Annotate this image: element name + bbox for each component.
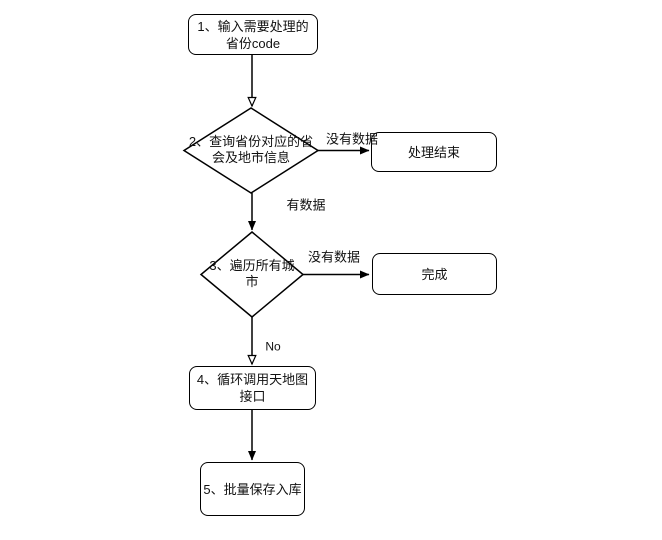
node-input-code: 1、输入需要处理的省份code	[188, 14, 318, 55]
edge-label-no-data-2: 没有数据	[307, 249, 361, 265]
edge-label-no: No	[265, 339, 281, 354]
edge-label-no-data-1: 没有数据	[325, 131, 379, 147]
node-loop-map-api: 4、循环调用天地图接口	[189, 366, 316, 410]
node-process-end: 处理结束	[371, 132, 497, 172]
node-batch-save: 5、批量保存入库	[200, 462, 305, 516]
decision-query-province-label: 2、查询省份对应的省会及地市信息	[188, 134, 314, 165]
decision-query-province-shape	[182, 107, 320, 194]
decision-iterate-cities-label: 3、遍历所有城市	[209, 258, 295, 289]
node-done: 完成	[372, 253, 497, 295]
edge-label-has-data: 有数据	[286, 197, 326, 213]
decision-iterate-cities-shape	[199, 231, 305, 318]
